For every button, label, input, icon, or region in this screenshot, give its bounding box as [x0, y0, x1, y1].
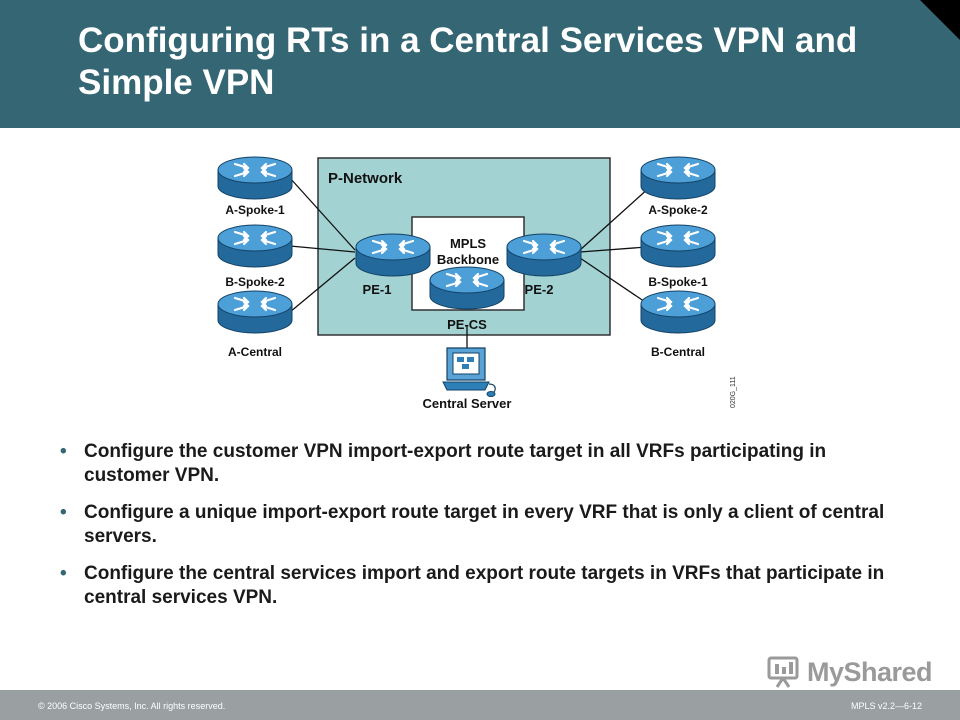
- myshared-logo: MyShared: [765, 656, 933, 688]
- pe-cs-label: PE-CS: [447, 317, 487, 332]
- course-code: MPLS v2.2—6-12: [850, 701, 922, 711]
- a-central-router: [216, 289, 294, 335]
- central-server-label: Central Server: [423, 396, 512, 411]
- corner-triangle: [920, 0, 960, 40]
- pe-1-label: PE-1: [363, 282, 392, 297]
- pe-1-router: [354, 232, 432, 278]
- backbone-label-1: MPLS: [450, 236, 486, 251]
- a-spoke-2-label: A-Spoke-2: [648, 203, 708, 217]
- b-spoke-1-label: B-Spoke-1: [648, 275, 708, 289]
- bullet-item: • Configure a unique import-export route …: [58, 501, 908, 549]
- presentation-icon: [767, 656, 799, 688]
- logo-text: MyShared: [807, 657, 933, 687]
- title-bar: Configuring RTs in a Central Services VP…: [0, 0, 960, 128]
- b-spoke-2-router: [216, 223, 294, 269]
- bullet-item: • Configure the central services import a…: [58, 562, 908, 610]
- slide-title: Configuring RTs in a Central Services VP…: [78, 21, 858, 102]
- bullet-text: Configure the customer VPN import-export…: [84, 441, 827, 486]
- bullet-marker: •: [60, 563, 67, 584]
- footer-bar: © 2006 Cisco Systems, Inc. All rights re…: [0, 690, 960, 720]
- bullet-item: • Configure the customer VPN import-expor…: [58, 440, 908, 488]
- bullet-list: • Configure the customer VPN import-expor…: [58, 440, 908, 623]
- workstation-icon: [442, 347, 496, 397]
- pe-2-label: PE-2: [525, 282, 554, 297]
- figure-id: 020G_111: [730, 376, 737, 408]
- network-diagram: P-Network MPLS Backbone A-Spoke-1 B-Spok…: [205, 140, 745, 415]
- copyright-text: © 2006 Cisco Systems, Inc. All rights re…: [38, 701, 226, 711]
- bullet-text: Configure the central services import an…: [84, 563, 885, 608]
- bullet-marker: •: [60, 441, 67, 462]
- b-spoke-1-router: [639, 223, 717, 269]
- a-spoke-1-label: A-Spoke-1: [225, 203, 285, 217]
- b-central-label: B-Central: [651, 345, 705, 359]
- pe-cs-router: [428, 265, 506, 311]
- backbone-label-2: Backbone: [437, 252, 499, 267]
- a-central-label: A-Central: [228, 345, 282, 359]
- a-spoke-1-router: [216, 155, 294, 201]
- bullet-text: Configure a unique import-export route t…: [84, 502, 885, 547]
- b-central-router: [639, 289, 717, 335]
- p-network-label: P-Network: [328, 170, 403, 187]
- a-spoke-2-router: [639, 155, 717, 201]
- bullet-marker: •: [60, 502, 67, 523]
- pe-2-router: [505, 232, 583, 278]
- b-spoke-2-label: B-Spoke-2: [225, 275, 285, 289]
